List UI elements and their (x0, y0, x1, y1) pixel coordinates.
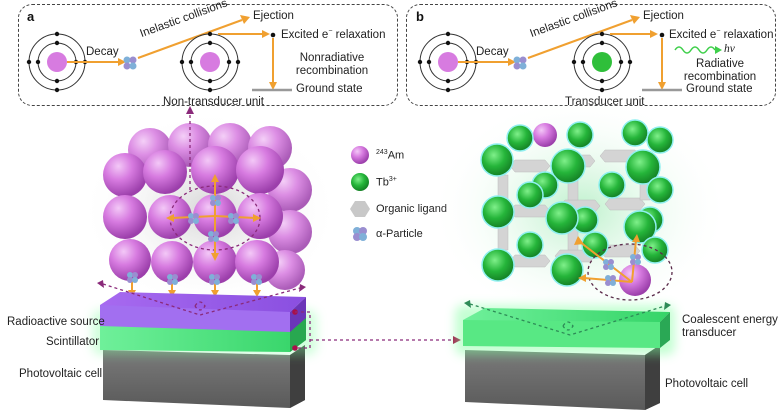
recombination-label-a: Nonradiative recombination (295, 52, 369, 78)
tb-sphere-icon (351, 173, 369, 191)
photovoltaic-cell-label-right: Photovoltaic cell (665, 378, 749, 390)
am-sphere-icon (351, 146, 369, 164)
energy-transducer-label: Coalescent energy transducer (682, 314, 778, 340)
legend-alpha: α-Particle (350, 224, 423, 244)
panel-a-box (18, 4, 398, 106)
alpha-particle-icon (123, 56, 137, 70)
panel-b-letter: b (416, 9, 424, 24)
pv-cell-left (103, 345, 305, 408)
scintillator-label: Scintillator (46, 336, 100, 348)
ground-state-label-b: Ground state (686, 83, 753, 95)
legend-ligand: Organic ligand (350, 199, 447, 219)
alpha-particle-icon (353, 227, 367, 241)
decay-label-b: Decay (476, 46, 509, 58)
excited-label-b: Excited e− relaxation (669, 28, 774, 41)
radioactive-source-label: Radioactive source (7, 316, 105, 328)
ejection-label-a: Ejection (253, 10, 294, 22)
legend-tb: Tb3+ (350, 172, 397, 192)
unit-label-a: Non-transducer unit (163, 96, 264, 108)
photon-label: hν (724, 43, 735, 55)
excited-label-a: Excited e− relaxation (281, 28, 386, 41)
ground-state-label-a: Ground state (296, 83, 363, 95)
recombination-label-b: Radiative recombination (683, 58, 757, 84)
decay-label-a: Decay (86, 46, 119, 58)
pv-cell-right (465, 345, 660, 410)
non-transducer-atom-icon (179, 31, 241, 93)
panel-a-schematic (26, 15, 292, 93)
hexagon-icon (350, 201, 370, 217)
transducer-atom-icon (571, 31, 633, 93)
photon-wave-icon (674, 46, 716, 54)
panel-a-letter: a (27, 9, 35, 24)
legend-am: 243Am (350, 145, 404, 165)
ejection-label-b: Ejection (643, 10, 684, 22)
panel-b-schematic (417, 15, 722, 93)
photovoltaic-cell-label-left: Photovoltaic cell (19, 368, 103, 380)
alpha-particle-icon (513, 56, 527, 70)
